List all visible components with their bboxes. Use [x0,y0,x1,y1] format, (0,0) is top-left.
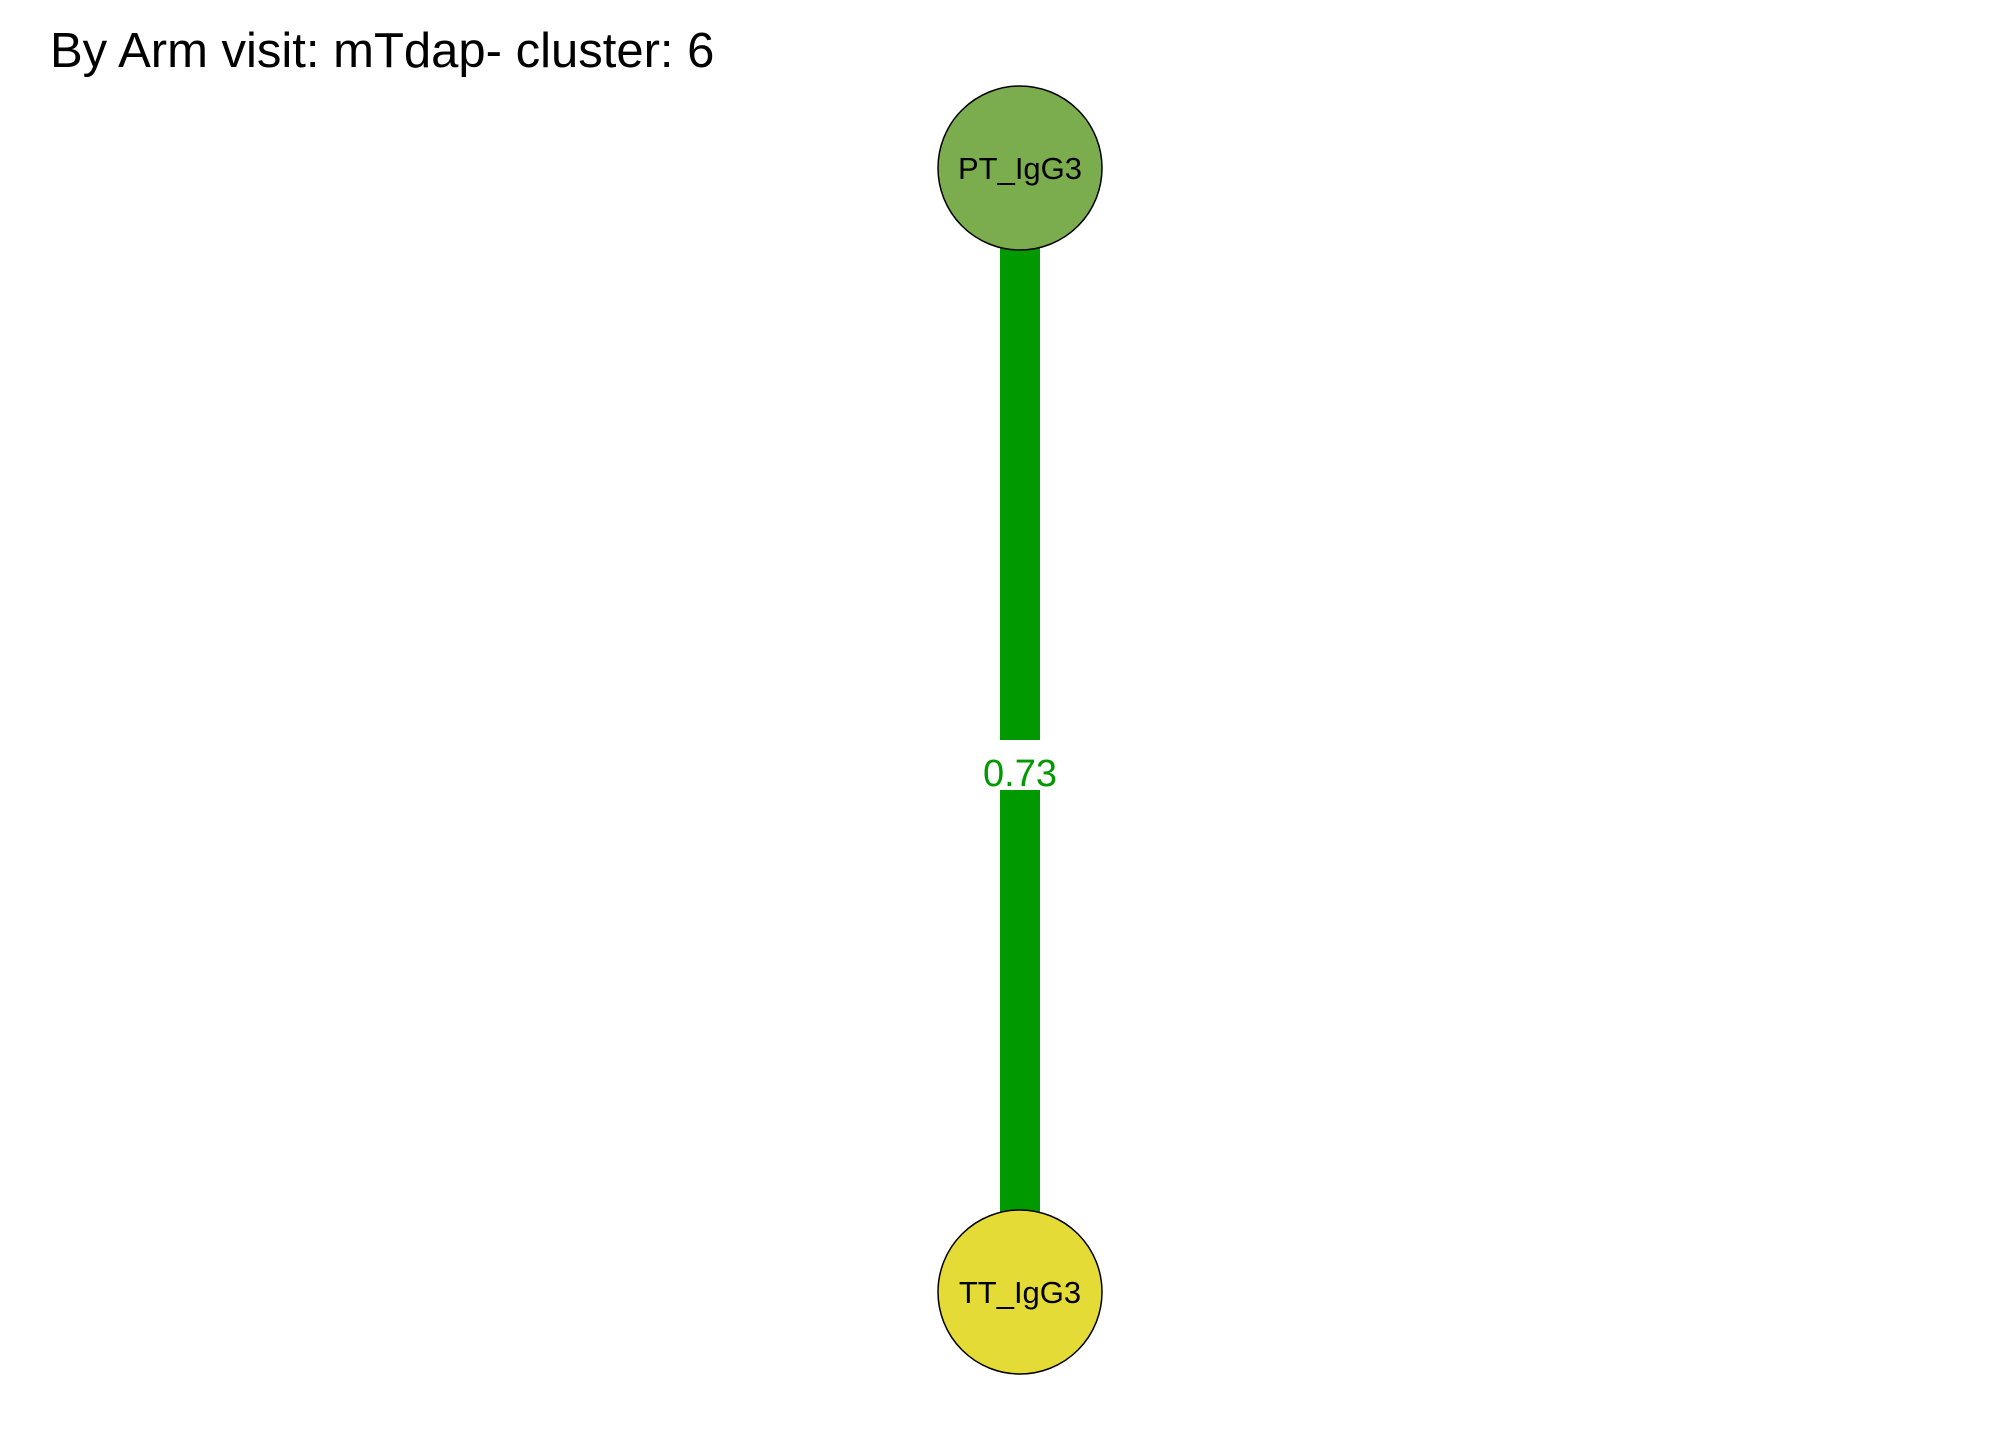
edge-label-background [975,740,1065,790]
plot-title: By Arm visit: mTdap- cluster: 6 [50,24,715,78]
node-pt-igg3-label: PT_IgG3 [958,151,1082,186]
node-tt-igg3 [937,1209,1103,1375]
node-tt-igg3-label: TT_IgG3 [959,1275,1081,1310]
node-pt-igg3 [937,85,1103,251]
edge-weight-label: 0.73 [983,753,1057,795]
